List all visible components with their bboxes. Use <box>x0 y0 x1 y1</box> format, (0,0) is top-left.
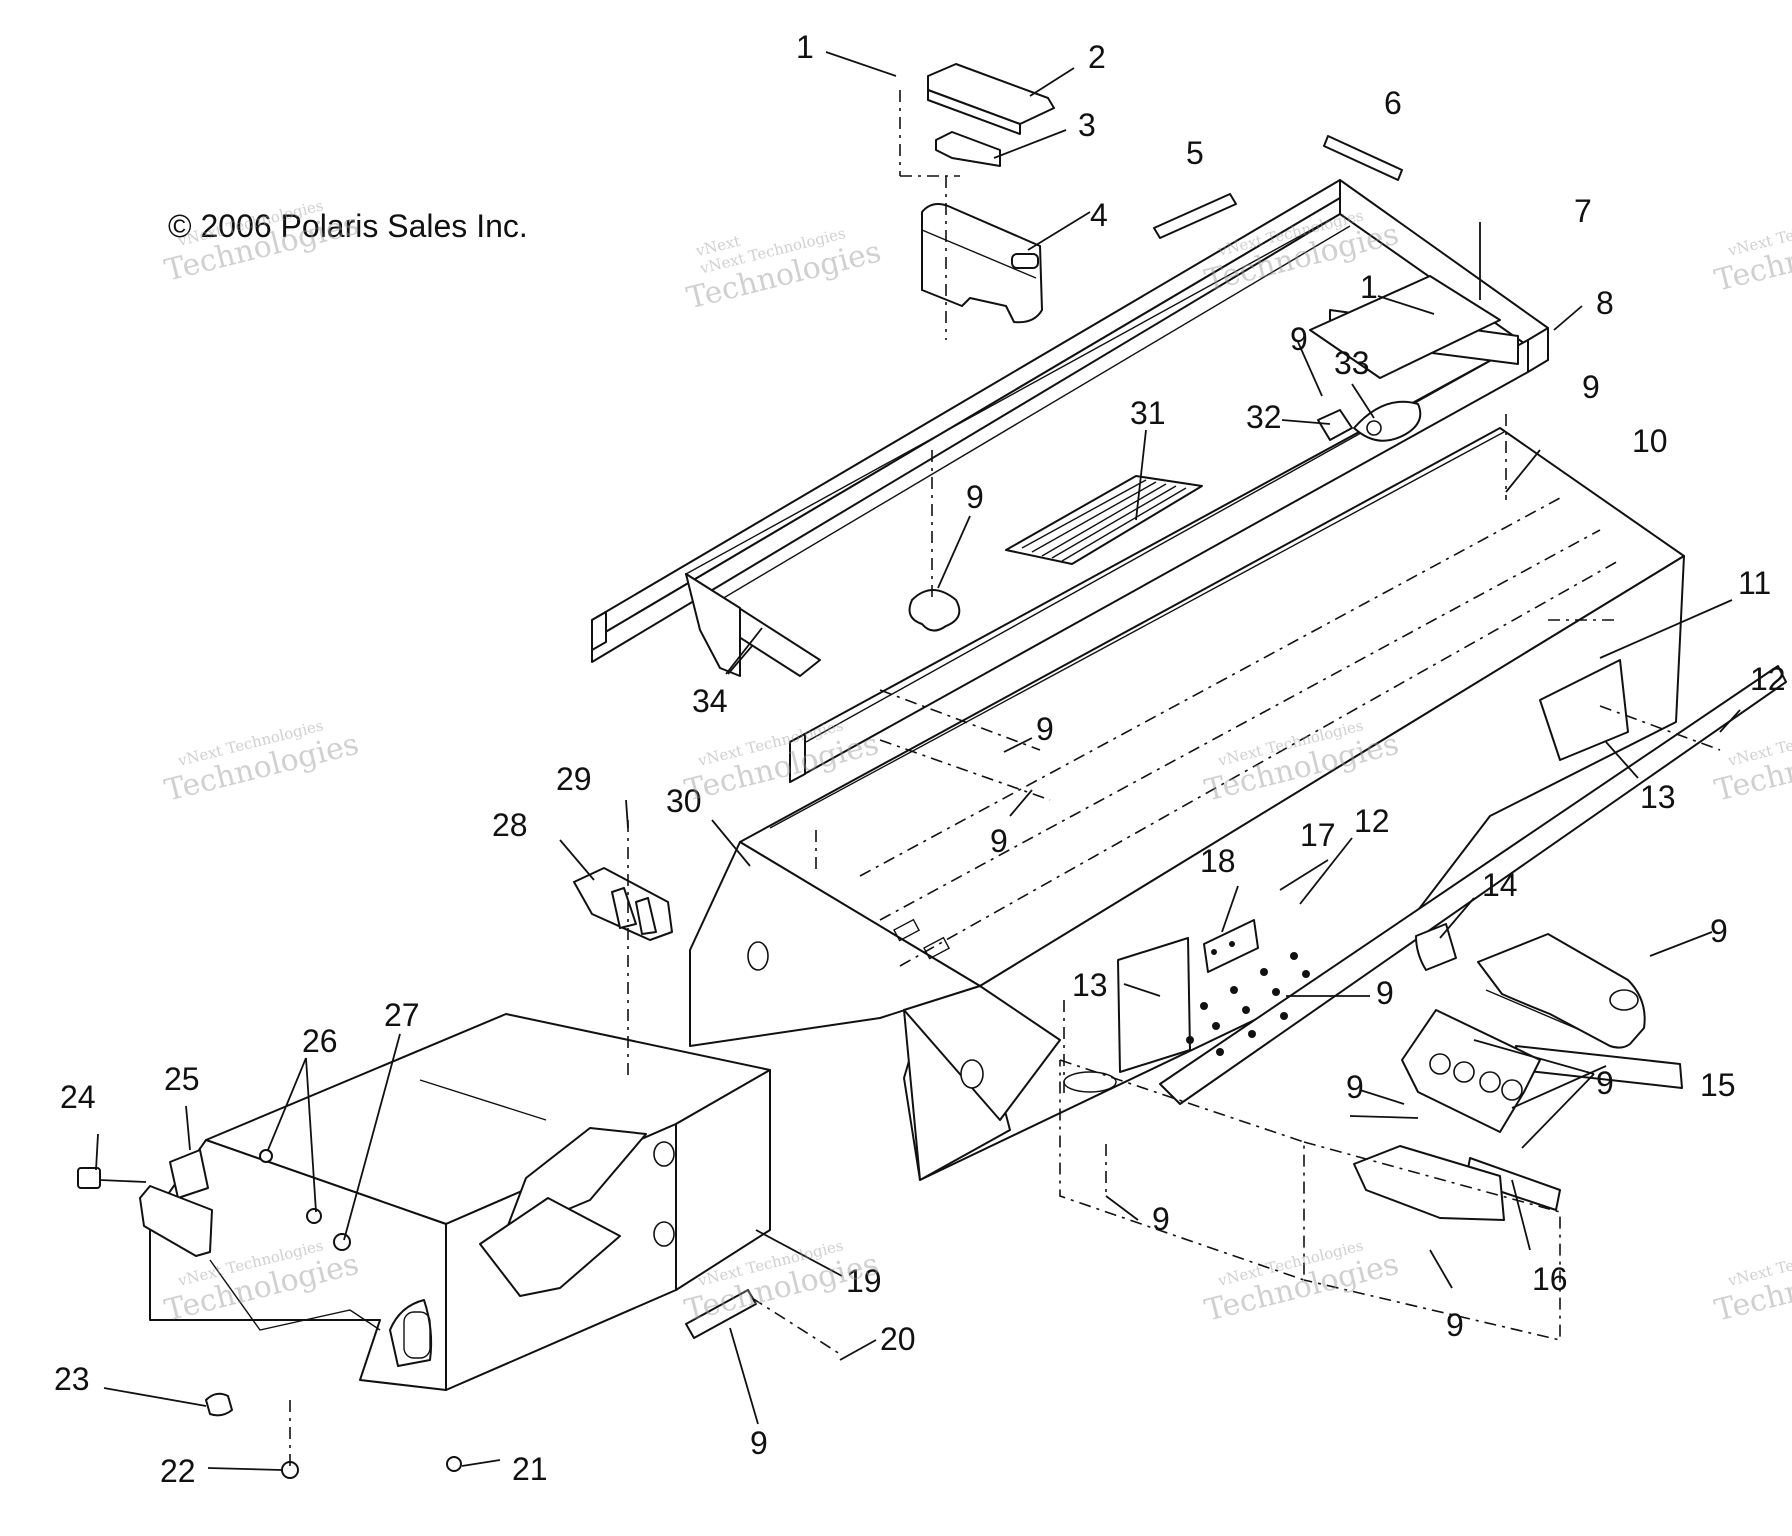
mount-bracket-28 <box>573 867 673 941</box>
callout: 22 <box>160 1453 196 1489</box>
callout-numbers: 1 2 3 4 5 6 7 1 8 9 33 9 32 31 10 9 11 3… <box>54 29 1786 1489</box>
callout: 18 <box>1200 843 1236 879</box>
steering-bracket <box>77 1149 351 1257</box>
callout: 1 <box>796 29 814 65</box>
callout: 6 <box>1384 85 1402 121</box>
callout: 17 <box>1300 817 1336 853</box>
callout: 9 <box>1710 913 1728 949</box>
rear-rack-frame <box>591 179 1549 783</box>
callout: 26 <box>302 1023 338 1059</box>
callout: 25 <box>164 1061 200 1097</box>
callout: 9 <box>1376 975 1394 1011</box>
body-holes <box>1186 952 1310 1056</box>
grip-assembly <box>921 63 1055 324</box>
callout: 27 <box>384 997 420 1033</box>
callout: 9 <box>750 1425 768 1461</box>
callout: 9 <box>1446 1307 1464 1343</box>
callout: 19 <box>846 1263 882 1299</box>
callout: 13 <box>1072 967 1108 1003</box>
callout: 4 <box>1090 197 1108 233</box>
exhaust-muffler <box>1415 923 1646 1049</box>
callout: 23 <box>54 1361 90 1397</box>
callout: 9 <box>1036 711 1054 747</box>
callout: 5 <box>1186 135 1204 171</box>
callout: 13 <box>1640 779 1676 815</box>
callout: 9 <box>966 479 984 515</box>
front-bulkhead <box>149 1013 771 1391</box>
callout: 3 <box>1078 107 1096 143</box>
callout: 31 <box>1130 395 1166 431</box>
copyright-notice: © 2006 Polaris Sales Inc. <box>168 208 528 244</box>
callout: 10 <box>1632 423 1668 459</box>
callout: 9 <box>1290 321 1308 357</box>
callout: 9 <box>1582 369 1600 405</box>
strip-6 <box>1323 135 1403 181</box>
callout: 12 <box>1750 661 1786 697</box>
callout: 1 <box>1360 269 1378 305</box>
callout: 14 <box>1482 867 1518 903</box>
callout: 11 <box>1738 565 1771 601</box>
callout: 15 <box>1700 1067 1736 1103</box>
rack-mount-pad <box>908 589 961 632</box>
callout: 9 <box>1152 1201 1170 1237</box>
callout: 34 <box>692 683 728 719</box>
strip-5 <box>1153 193 1237 239</box>
bracket-32 <box>1317 409 1353 441</box>
callout: 9 <box>1346 1069 1364 1105</box>
callout: 21 <box>512 1451 548 1487</box>
callout: 20 <box>880 1321 916 1357</box>
callout: 33 <box>1334 345 1370 381</box>
heat-shield <box>1401 1009 1541 1133</box>
grommet-21 <box>446 1456 462 1472</box>
callout: 2 <box>1088 39 1106 75</box>
step-pad <box>1005 475 1203 565</box>
callout: 8 <box>1596 285 1614 321</box>
callout: 24 <box>60 1079 96 1115</box>
callout: 28 <box>492 807 528 843</box>
callout: 29 <box>556 761 592 797</box>
leader-lines <box>95 51 1741 1471</box>
callout: 7 <box>1574 193 1592 229</box>
callout: 16 <box>1532 1261 1568 1297</box>
callout: 9 <box>990 823 1008 859</box>
bracket-16 <box>1353 1145 1505 1221</box>
callout: 12 <box>1354 803 1390 839</box>
callout: 32 <box>1246 399 1282 435</box>
plate-18 <box>1117 937 1191 1073</box>
bracket-20 <box>685 1289 757 1339</box>
callout: 30 <box>666 783 702 819</box>
callout: 9 <box>1596 1065 1614 1101</box>
tunnel-body <box>689 427 1685 1181</box>
grommet-23 <box>205 1392 233 1417</box>
